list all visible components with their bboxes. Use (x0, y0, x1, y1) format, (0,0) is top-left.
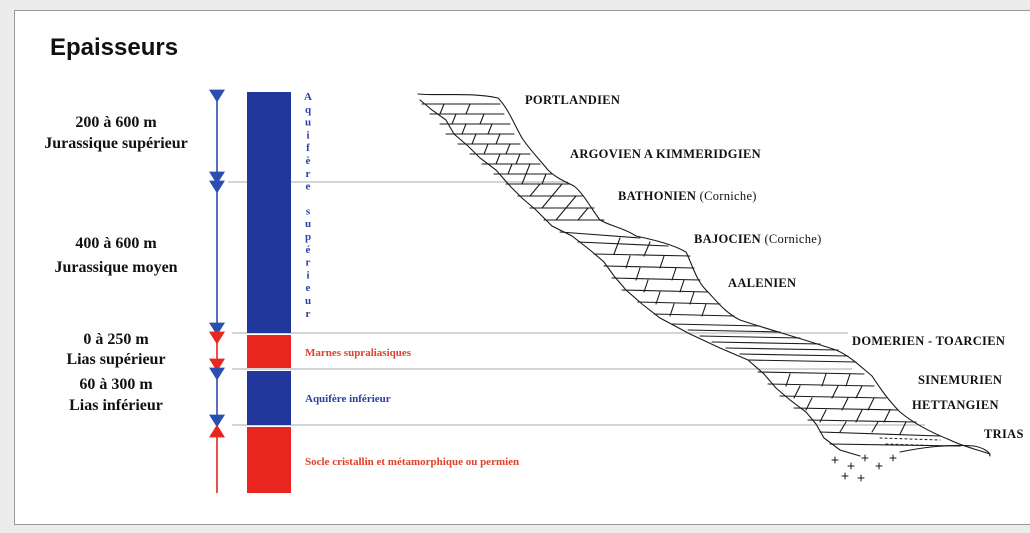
thickness-range-2: 400 à 600 m (75, 235, 157, 252)
thickness-range-3: 0 à 250 m (83, 331, 149, 348)
strat-label-hettangien: HETTANGIEN (912, 398, 999, 412)
thickness-range-1: 200 à 600 m (75, 114, 157, 131)
strat-label-aalenien: AALENIEN (728, 276, 796, 290)
strat-label-domerien-toarcien: DOMERIEN - TOARCIEN (852, 334, 1005, 348)
aquifer-upper-letter: u (305, 117, 311, 129)
aquifer-upper-block (247, 92, 291, 333)
thickness-labels: 200 à 600 m Jurassique supérieur 400 à 6… (44, 114, 188, 414)
aquifer-upper-letter: è (306, 155, 311, 167)
profile-outline (417, 93, 991, 455)
aquifer-upper-letter: u (305, 218, 311, 230)
strat-label-argovien: ARGOVIEN A KIMMERIDGIEN (570, 147, 761, 161)
strat-label-portlandien: PORTLANDIEN (525, 93, 620, 107)
thickness-unit-3: Lias supérieur (66, 351, 165, 368)
thickness-range-4: 60 à 300 m (79, 376, 153, 393)
aquifer-lower-label: Aquifère inférieur (305, 393, 391, 405)
strat-label-sinemurien: SINEMURIEN (918, 373, 1002, 387)
aquifer-upper-letter: r (306, 257, 311, 269)
strat-label-bathonien: BATHONIEN (Corniche) (618, 189, 757, 203)
socle-label: Socle cristallin et métamorphique ou per… (305, 456, 519, 468)
aquifer-upper-letter: s (306, 205, 311, 217)
aquifer-lower-block (247, 371, 291, 425)
cliff-profile (417, 93, 991, 482)
aquifer-upper-letter: r (306, 308, 311, 320)
diagram-title: Epaisseurs (50, 34, 178, 61)
aquifer-upper-letter: i (306, 269, 309, 281)
aquifer-upper-letter: f (306, 142, 310, 154)
socle-block (247, 427, 291, 493)
aquifer-upper-letter: e (306, 181, 311, 193)
aquifer-upper-letter: q (305, 104, 312, 116)
aquifer-upper-letter: r (306, 168, 311, 180)
diagram-frame (14, 10, 1030, 525)
stratigraphy-labels: PORTLANDIEN ARGOVIEN A KIMMERIDGIEN BATH… (525, 93, 1024, 441)
marnes-block (247, 335, 291, 368)
thickness-unit-1: Jurassique supérieur (44, 135, 188, 152)
aquifer-upper-letter: i (306, 129, 309, 141)
thickness-unit-2: Jurassique moyen (54, 259, 177, 276)
strat-label-bajocien: BAJOCIEN (Corniche) (694, 232, 822, 246)
aquifer-upper-letter: é (306, 244, 311, 256)
aquifer-upper-letter: A (304, 91, 312, 103)
aquifer-upper-letter: p (305, 231, 311, 243)
aquifer-upper-letter: e (306, 282, 311, 294)
marnes-label: Marnes supraliasiques (305, 347, 412, 359)
aquifer-upper-letter: u (305, 295, 311, 307)
boundary-lines (228, 181, 925, 426)
strat-label-trias: TRIAS (984, 427, 1024, 441)
thickness-unit-4: Lias inférieur (69, 397, 163, 414)
lithology-column (247, 92, 291, 493)
